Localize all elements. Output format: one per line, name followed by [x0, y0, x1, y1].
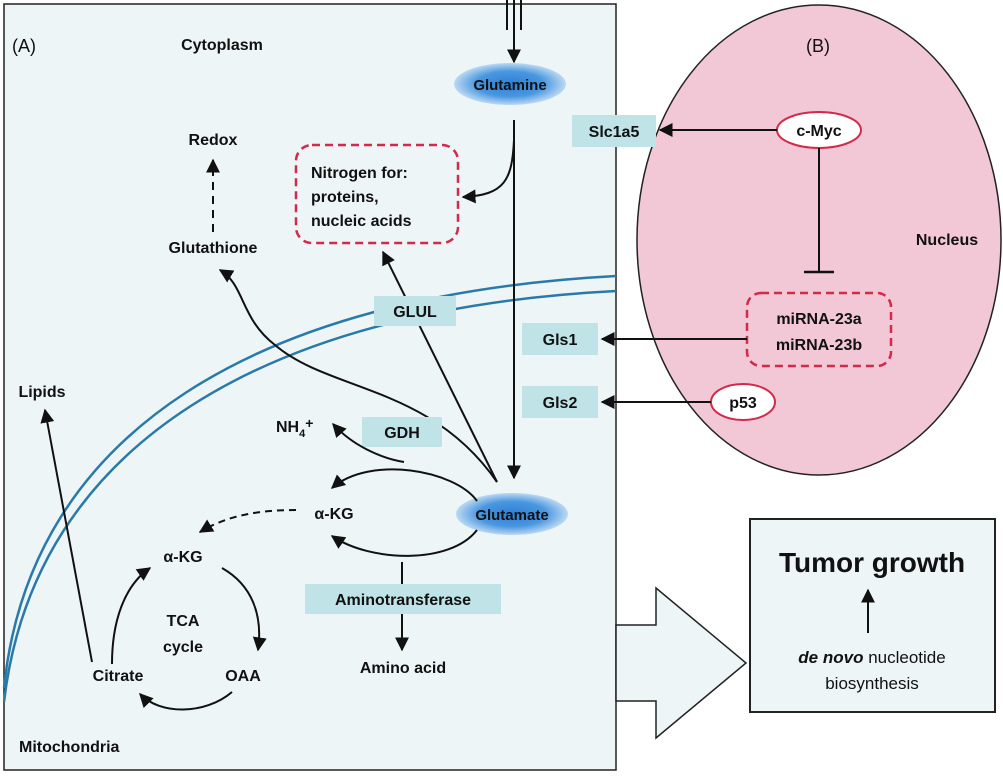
nucleus-label: Nucleus	[916, 232, 978, 249]
panel-a-label: (A)	[12, 36, 36, 56]
aminotransferase-label: Aminotransferase	[335, 592, 471, 609]
glul-box	[374, 296, 456, 326]
gls1-box	[522, 323, 598, 355]
citrate-to-akg-arrow	[111, 567, 152, 665]
glutamate-label: Glutamate	[475, 507, 548, 524]
gls2-label: Gls2	[543, 395, 578, 412]
slc1a5-label: Slc1a5	[589, 124, 640, 141]
gdh-box	[362, 417, 442, 447]
glutamate-to-akg-at-arrow	[330, 529, 478, 557]
nh4-label: NH4+	[276, 415, 313, 440]
nitrogen-line-2: proteins,	[311, 189, 379, 206]
mirna-23b-label: miRNA-23b	[776, 337, 862, 354]
gdh-label: GDH	[384, 425, 420, 442]
p53-label: p53	[729, 395, 757, 412]
mito-membrane-inner	[2, 289, 617, 703]
citrate-to-lipids-arrow	[40, 408, 93, 663]
nitrogen-line-1: Nitrogen for:	[311, 165, 408, 182]
oaa-to-citrate-arrow	[139, 691, 233, 711]
citrate-label: Citrate	[93, 668, 144, 685]
gdh-to-nh4-arrow	[332, 422, 405, 463]
amino-acid-label: Amino acid	[360, 660, 446, 677]
glutamine-node	[454, 63, 566, 105]
glul-label: GLUL	[393, 304, 437, 321]
glutathione-label: Glutathione	[169, 240, 258, 257]
glutamine-to-nitrogen-arrow	[461, 139, 515, 204]
lipids-label: Lipids	[18, 384, 65, 401]
glutamine-label: Glutamine	[473, 77, 546, 94]
mito-membrane-outer	[2, 274, 617, 689]
glutamate-to-nitrogen-arrow	[382, 250, 498, 483]
biosynthesis-line-2: biosynthesis	[825, 674, 919, 693]
mirna-box	[745, 291, 893, 368]
gls2-box	[522, 386, 598, 418]
tumor-growth-title: Tumor growth	[779, 547, 965, 578]
cmyc-label: c-Myc	[796, 123, 841, 140]
tca-label-1: TCA	[167, 613, 200, 630]
slc1a5-box	[572, 115, 656, 147]
aminotransferase-box	[305, 584, 501, 614]
redox-label: Redox	[189, 132, 238, 149]
cytoplasm-label: Cytoplasm	[181, 37, 263, 54]
gls1-label: Gls1	[543, 332, 578, 349]
tumor-growth-box	[749, 518, 996, 713]
akg-to-oaa-arrow	[221, 567, 267, 652]
glutamate-to-akg-gdh-arrow	[330, 468, 478, 502]
akg-mito-label: α-KG	[163, 549, 202, 566]
akg-cyto-label: α-KG	[314, 506, 353, 523]
glutamate-node	[456, 493, 568, 535]
outcome-arrow	[615, 586, 748, 740]
nitrogen-line-3: nucleic acids	[311, 213, 412, 230]
nitrogen-box	[294, 143, 460, 245]
mitochondria-label: Mitochondria	[19, 739, 120, 756]
akg-transport-arrow	[198, 509, 297, 533]
biosynthesis-line-1: de novo nucleotide	[798, 648, 945, 667]
mirna-23a-label: miRNA-23a	[776, 311, 861, 328]
panel-b-label: (B)	[806, 36, 830, 56]
tca-label-2: cycle	[163, 639, 203, 656]
oaa-label: OAA	[225, 668, 261, 685]
